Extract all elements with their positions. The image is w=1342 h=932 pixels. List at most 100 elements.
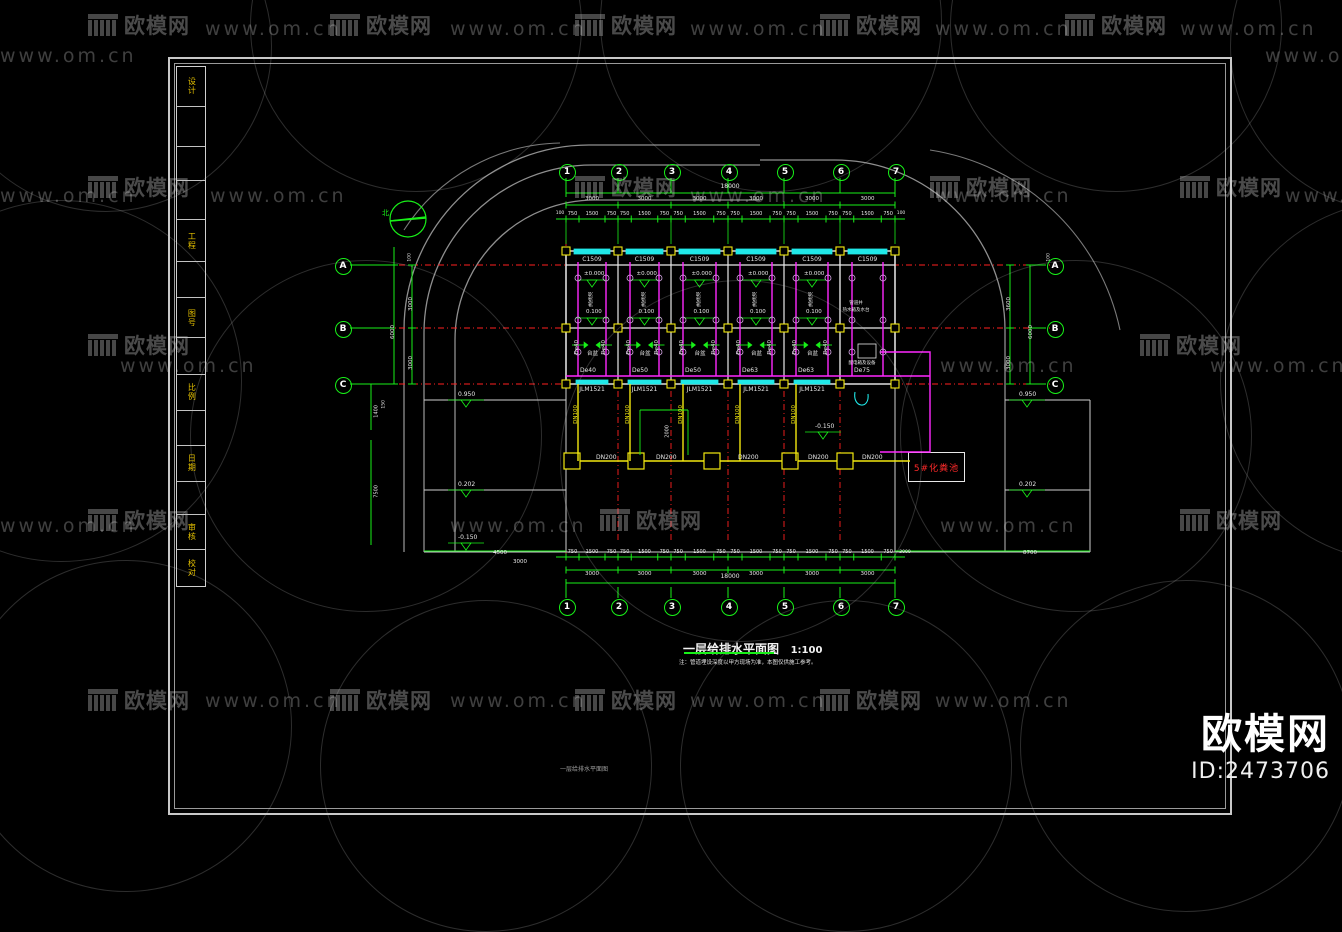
dim-bay-top-value: 3000 xyxy=(585,196,599,202)
title-block-cell-label: 图号 xyxy=(187,308,197,327)
valve-symbol xyxy=(768,348,776,356)
elevation-value: 0.100 xyxy=(750,309,766,315)
manhole-symbol xyxy=(563,452,581,470)
dim-sub-top-value: 1500 xyxy=(638,211,651,217)
dim-sub-top-value: 750 xyxy=(567,211,578,217)
window-tag: C1509 xyxy=(857,256,878,263)
valve-symbol xyxy=(679,274,687,282)
fixture-label: 洗涤池 xyxy=(695,292,702,307)
elevation-marker xyxy=(638,279,651,288)
dim-right-total-value: 6000 xyxy=(1027,324,1034,339)
valve-symbol xyxy=(824,348,832,356)
dim-sub-top-value: 750 xyxy=(883,211,893,217)
dim-left-lower2-value: 150 xyxy=(381,400,387,409)
axis-bubble-bottom-7: 7 xyxy=(887,598,905,616)
dim-left-sub-value: 3000 xyxy=(407,296,414,311)
elevation-marker xyxy=(693,317,706,326)
manhole-symbol xyxy=(703,452,721,470)
flow-arrow-head xyxy=(803,341,809,349)
valve-symbol xyxy=(824,316,832,324)
axis-bubble-left-C: C xyxy=(334,376,352,394)
column-symbol xyxy=(723,379,733,389)
door-tag: JLM1521 xyxy=(799,386,825,393)
elevation-marker xyxy=(806,317,818,326)
axis-bubble-bottom-5: 5 xyxy=(776,598,794,616)
axis-bubble-right-A: A xyxy=(1046,257,1064,275)
valve-symbol xyxy=(655,316,663,324)
elevation-value: ±0.000 xyxy=(584,271,605,277)
elevation-marker xyxy=(750,317,762,326)
dim-bay-top-value: 3000 xyxy=(692,196,707,202)
dim-manhole-value: 2000 xyxy=(664,425,671,438)
watermark-brand: 欧模网 xyxy=(1201,710,1330,758)
valve-symbol xyxy=(574,274,582,282)
column-symbol xyxy=(890,379,900,389)
sheet-bottom-caption: 一层给排水平面图 xyxy=(560,766,609,773)
water-pipe-size-label: De63 xyxy=(798,367,814,374)
septic-tank-callout: 5#化粪池 xyxy=(908,452,965,482)
window-symbol xyxy=(847,248,888,255)
elevation-marker xyxy=(638,317,651,326)
dim-sub-top-value: 1500 xyxy=(805,211,819,217)
column-symbol xyxy=(835,323,845,333)
valve-symbol xyxy=(712,348,720,356)
dim-total-top-value: 18000 xyxy=(720,183,740,190)
flow-arrow-head xyxy=(636,341,641,349)
dim-sub-top-value: 750 xyxy=(772,211,782,217)
column-symbol xyxy=(723,246,733,256)
dim-sub-bottom-value: 750 xyxy=(772,549,782,555)
window-symbol xyxy=(625,248,664,255)
valve-symbol xyxy=(574,316,582,324)
axis-bubble-right-C: C xyxy=(1046,376,1064,394)
title-block-cell: 日期 xyxy=(177,446,205,483)
fixture-label: 洗涤池 xyxy=(588,292,594,307)
dim-sub-bottom-value: 1500 xyxy=(805,549,819,555)
basin-label: 台盆 xyxy=(639,351,651,357)
drain-riser-label: DN100 xyxy=(625,405,631,424)
cad-vector-layer xyxy=(350,142,1121,598)
fixture-label: 洗涤池 xyxy=(640,292,647,307)
basin-label: 台盆 xyxy=(694,351,706,357)
building-outer-wall xyxy=(565,250,896,385)
basin-label: 台盆 xyxy=(587,351,599,357)
sewer-main-label: DN200 xyxy=(596,454,617,461)
column-symbol xyxy=(561,323,571,333)
valve-symbol xyxy=(602,348,610,356)
floor-drain-symbol xyxy=(854,391,869,406)
basin-label: 台盆 xyxy=(807,351,819,357)
riser-size-label: De40 xyxy=(654,340,660,355)
valve-symbol xyxy=(712,316,720,324)
equipment-room-note: 配电箱及设备 xyxy=(848,361,876,366)
axis-bubble-top-2: 2 xyxy=(610,163,628,181)
drawing-sheet-border xyxy=(168,57,1232,815)
valve-symbol xyxy=(848,274,856,282)
elevation-value-outside: -0.150 xyxy=(458,534,478,541)
dim-sub-bottom-value: 750 xyxy=(842,549,852,555)
valve-symbol xyxy=(879,316,887,324)
column-symbol xyxy=(723,323,733,333)
valve-symbol xyxy=(712,274,720,282)
dim-sub-bottom-value: 750 xyxy=(883,549,893,555)
valve-symbol xyxy=(574,348,582,356)
north-arrow-needle xyxy=(389,217,427,222)
water-pipe-size-label: De40 xyxy=(580,367,596,374)
plan-title-underline xyxy=(684,652,774,654)
axis-bubble-top-6: 6 xyxy=(832,163,850,181)
elevation-marker xyxy=(750,279,762,288)
axis-bubble-top-4: 4 xyxy=(720,163,738,181)
elevation-value: 0.100 xyxy=(806,309,822,315)
dim-bay-top-value: 3000 xyxy=(805,196,819,202)
drain-riser-label: DN100 xyxy=(678,405,684,424)
window-tag: C1509 xyxy=(802,256,822,263)
column-symbol xyxy=(835,246,845,256)
title-block-cell-label: 设计 xyxy=(187,77,197,96)
axis-bubble-top-1: 1 xyxy=(558,163,576,181)
elevation-value: ±0.000 xyxy=(636,271,657,277)
exterior-curved-wall xyxy=(760,159,1006,552)
dim-total-bottom-value: 18000 xyxy=(720,573,740,580)
drain-riser-label: DN100 xyxy=(573,405,579,424)
dim-bay-top-value: 3000 xyxy=(637,196,652,202)
door-symbol xyxy=(575,379,609,385)
valve-symbol xyxy=(824,274,832,282)
riser-size-label: De40 xyxy=(574,340,580,355)
